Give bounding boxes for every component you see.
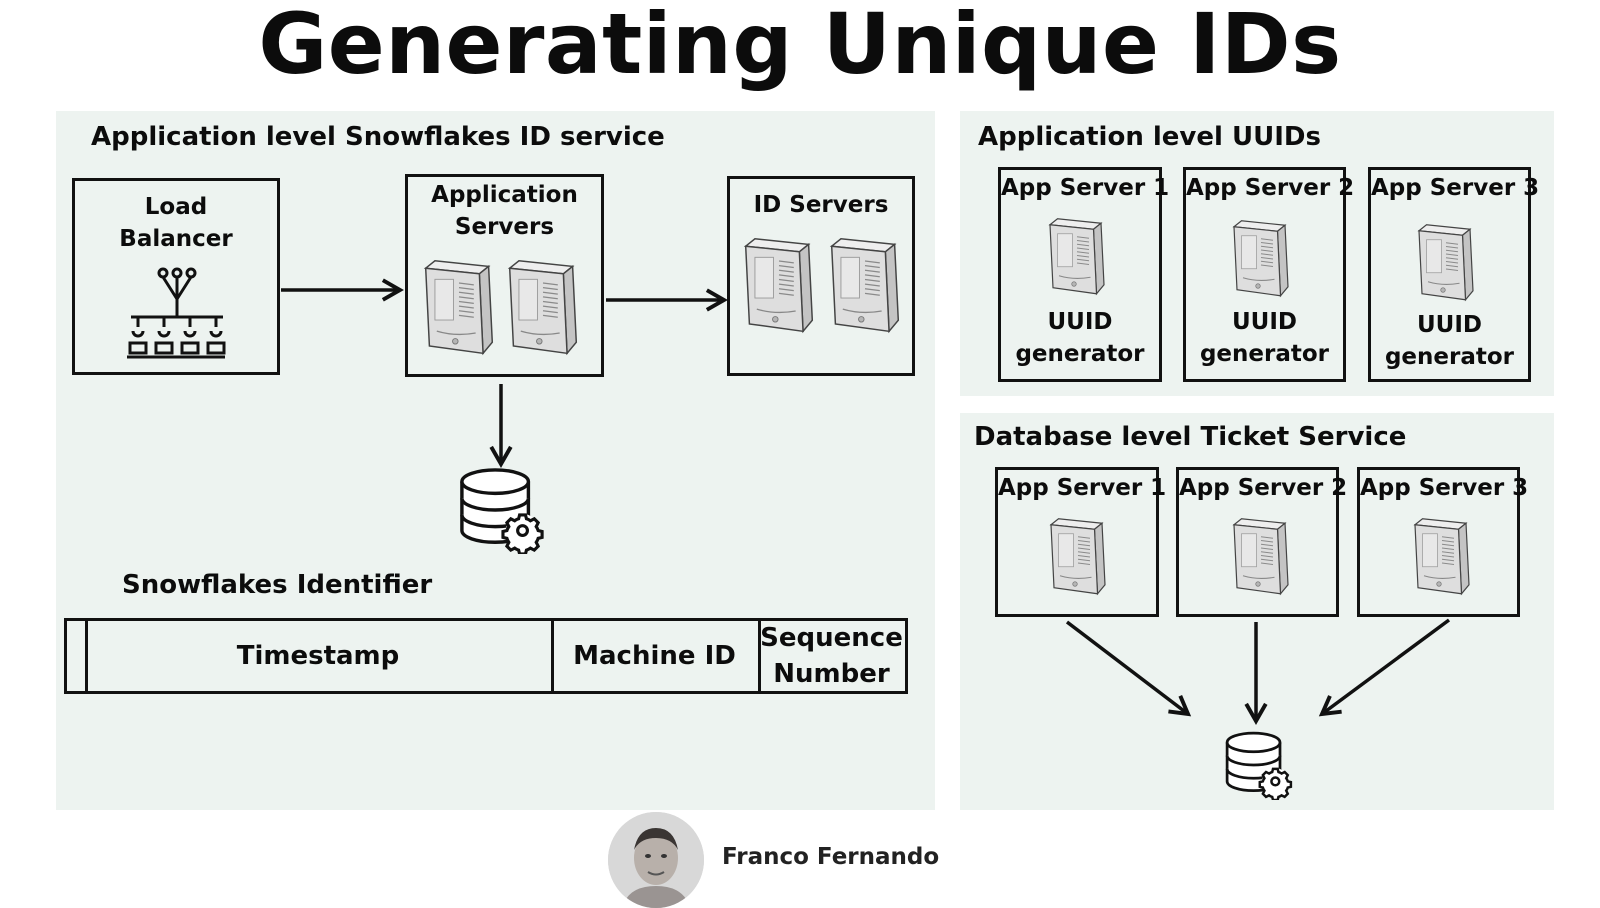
uuid-generator-line2: generator bbox=[1199, 341, 1330, 367]
arrow-ticket1-to-db bbox=[1065, 620, 1192, 717]
snowflakes-identifier-title: Snowflakes Identifier bbox=[122, 570, 433, 600]
uuid-app-server-box: App Server 2 UUID generator bbox=[1183, 167, 1355, 382]
load-balancer-icon bbox=[127, 267, 226, 359]
load-balancer-label: Load Balancer bbox=[75, 191, 277, 255]
uuid-generator-line1: UUID bbox=[1231, 309, 1297, 335]
machine-id-field: Machine ID bbox=[551, 621, 761, 691]
ticket-app-server-name: App Server 1 bbox=[998, 475, 1167, 501]
ticket-app-server-box: App Server 2 bbox=[1176, 467, 1348, 617]
uuid-app-server-name: App Server 2 bbox=[1186, 175, 1355, 201]
application-servers-label-line2: Servers bbox=[454, 214, 555, 240]
sequence-number-line2: Number bbox=[773, 659, 890, 689]
snowflakes-identifier-bar: Timestamp Machine ID Sequence Number bbox=[64, 618, 908, 694]
ticket-app-server-name: App Server 2 bbox=[1179, 475, 1348, 501]
uuid-generator-line1: UUID bbox=[1416, 312, 1482, 338]
uuid-generator-line1: UUID bbox=[1047, 309, 1113, 335]
application-servers-box: Application Servers bbox=[405, 174, 604, 377]
ticket-section-title: Database level Ticket Service bbox=[974, 422, 1407, 452]
load-balancer-label-line1: Load bbox=[144, 194, 208, 220]
uuid-generator-label: UUID generator bbox=[1186, 306, 1343, 370]
uuid-app-server-box: App Server 3 UUID generator bbox=[1368, 167, 1540, 382]
ticket-app-server-name: App Server 3 bbox=[1360, 475, 1529, 501]
author-name: Franco Fernando bbox=[722, 844, 940, 870]
uuid-generator-label: UUID generator bbox=[1371, 309, 1528, 373]
sequence-number-line1: Sequence bbox=[760, 623, 903, 653]
uuid-app-server-box: App Server 1 UUID generator bbox=[998, 167, 1170, 382]
uuid-app-server-name: App Server 1 bbox=[1001, 175, 1170, 201]
id-servers-box: ID Servers bbox=[727, 176, 915, 376]
id-servers-label: ID Servers bbox=[753, 192, 889, 218]
sign-bit-field bbox=[67, 621, 88, 691]
arrow-ticket3-to-db bbox=[1318, 618, 1451, 717]
ticket-app-server-box: App Server 3 bbox=[1357, 467, 1529, 617]
uuid-generator-line2: generator bbox=[1384, 344, 1515, 370]
uuid-section-title: Application level UUIDs bbox=[978, 122, 1321, 152]
application-servers-label: Application Servers bbox=[408, 179, 601, 243]
uuid-generator-label: UUID generator bbox=[1001, 306, 1159, 370]
page-title: Generating Unique IDs bbox=[258, 0, 1342, 93]
author-avatar bbox=[608, 812, 704, 908]
ticket-app-server-box: App Server 1 bbox=[995, 467, 1167, 617]
load-balancer-label-line2: Balancer bbox=[119, 226, 233, 252]
timestamp-field: Timestamp bbox=[85, 621, 554, 691]
uuid-app-server-name: App Server 3 bbox=[1371, 175, 1540, 201]
load-balancer-box: Load Balancer bbox=[72, 178, 280, 375]
sequence-number-field: Sequence Number bbox=[758, 621, 905, 691]
uuid-generator-line2: generator bbox=[1015, 341, 1145, 367]
application-servers-label-line1: Application bbox=[431, 182, 578, 208]
avatar-portrait bbox=[608, 812, 704, 908]
snowflake-section-title: Application level Snowflakes ID service bbox=[91, 122, 665, 152]
